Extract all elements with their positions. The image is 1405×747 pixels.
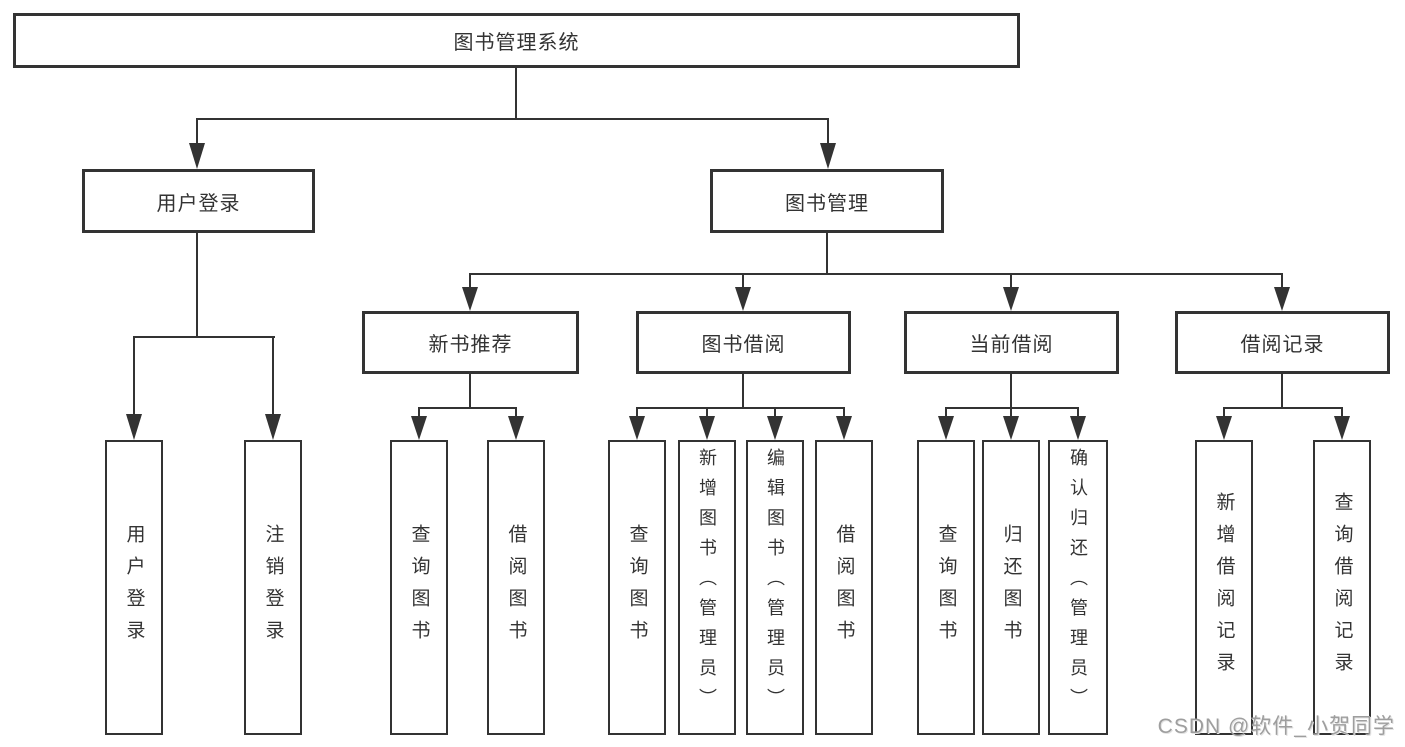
csdn-watermark: CSDN @软件_小贺同学 [1157, 715, 1395, 738]
leaf-label: 借阅图书 [833, 523, 855, 652]
connector-vline [1010, 374, 1012, 407]
arrow-down-icon [1070, 416, 1086, 440]
node-leaf-logout: 注销登录 [244, 440, 302, 735]
arrow-down-icon [1216, 416, 1232, 440]
arrow-down-icon [1274, 287, 1290, 311]
leaf-label: 查询图书 [408, 523, 430, 652]
connector-vline [133, 336, 135, 414]
arrow-down-icon [1003, 416, 1019, 440]
connector-hline [469, 273, 1283, 275]
connector-vline [1223, 407, 1225, 416]
arrow-down-icon [1334, 416, 1350, 440]
arrow-down-icon [508, 416, 524, 440]
connector-vline [469, 273, 471, 287]
connector-vline [827, 118, 829, 143]
arrow-down-icon [836, 416, 852, 440]
arrow-down-icon [767, 416, 783, 440]
arrow-down-icon [629, 416, 645, 440]
connector-vline [945, 407, 947, 416]
arrow-down-icon [1003, 287, 1019, 311]
node-leaf-query-book-2: 查询图书 [608, 440, 666, 735]
node-book-management: 图书管理 [710, 169, 944, 233]
connector-vline [272, 336, 274, 414]
node-leaf-query-borrow-record: 查询借阅记录 [1313, 440, 1371, 735]
node-new-book-recommend: 新书推荐 [362, 311, 579, 374]
node-leaf-add-book-admin: 新增图书（管理员） [678, 440, 736, 735]
connector-vline [636, 407, 638, 416]
leaf-label: 确认归还（管理员） [1068, 448, 1088, 718]
node-leaf-add-borrow-record: 新增借阅记录 [1195, 440, 1253, 735]
connector-vline [742, 374, 744, 407]
leaf-label: 归还图书 [1000, 523, 1022, 652]
arrow-down-icon [462, 287, 478, 311]
connector-vline [196, 118, 198, 143]
connector-vline [515, 407, 517, 416]
connector-vline [1281, 273, 1283, 287]
node-library-system: 图书管理系统 [13, 13, 1020, 68]
connector-vline [1010, 407, 1012, 416]
node-book-borrowing: 图书借阅 [636, 311, 851, 374]
node-leaf-borrow-book-2: 借阅图书 [815, 440, 873, 735]
node-leaf-query-book-1: 查询图书 [390, 440, 448, 735]
connector-vline [843, 407, 845, 416]
arrow-down-icon [938, 416, 954, 440]
connector-vline [1010, 273, 1012, 287]
connector-vline [469, 374, 471, 407]
node-leaf-return-book: 归还图书 [982, 440, 1040, 735]
node-leaf-query-book-3: 查询图书 [917, 440, 975, 735]
connector-vline [418, 407, 420, 416]
leaf-label: 用户登录 [123, 523, 145, 652]
leaf-label: 编辑图书（管理员） [765, 448, 785, 718]
arrow-down-icon [189, 143, 205, 169]
connector-hline [196, 118, 829, 120]
connector-vline [1341, 407, 1343, 416]
connector-hline [1223, 407, 1343, 409]
connector-vline [1077, 407, 1079, 416]
connector-vline [515, 68, 517, 118]
connector-vline [826, 233, 828, 273]
leaf-label: 注销登录 [262, 523, 284, 652]
node-leaf-user-login: 用户登录 [105, 440, 163, 735]
leaf-label: 新增图书（管理员） [697, 448, 717, 718]
connector-vline [1281, 374, 1283, 407]
arrow-down-icon [265, 414, 281, 440]
connector-vline [706, 407, 708, 416]
connector-hline [418, 407, 517, 409]
connector-vline [196, 233, 198, 336]
node-leaf-borrow-book-1: 借阅图书 [487, 440, 545, 735]
node-borrowing-records: 借阅记录 [1175, 311, 1390, 374]
arrow-down-icon [411, 416, 427, 440]
connector-vline [742, 273, 744, 287]
leaf-label: 查询借阅记录 [1331, 491, 1353, 684]
arrow-down-icon [126, 414, 142, 440]
leaf-label: 新增借阅记录 [1213, 491, 1235, 684]
leaf-label: 查询图书 [935, 523, 957, 652]
arrow-down-icon [820, 143, 836, 169]
node-user-login: 用户登录 [82, 169, 315, 233]
node-current-borrowing: 当前借阅 [904, 311, 1119, 374]
arrow-down-icon [735, 287, 751, 311]
leaf-label: 借阅图书 [505, 523, 527, 652]
node-leaf-confirm-return-admin: 确认归还（管理员） [1048, 440, 1108, 735]
connector-vline [774, 407, 776, 416]
node-leaf-edit-book-admin: 编辑图书（管理员） [746, 440, 804, 735]
arrow-down-icon [699, 416, 715, 440]
leaf-label: 查询图书 [626, 523, 648, 652]
connector-hline [945, 407, 1079, 409]
connector-hline [636, 407, 845, 409]
connector-hline [133, 336, 275, 338]
